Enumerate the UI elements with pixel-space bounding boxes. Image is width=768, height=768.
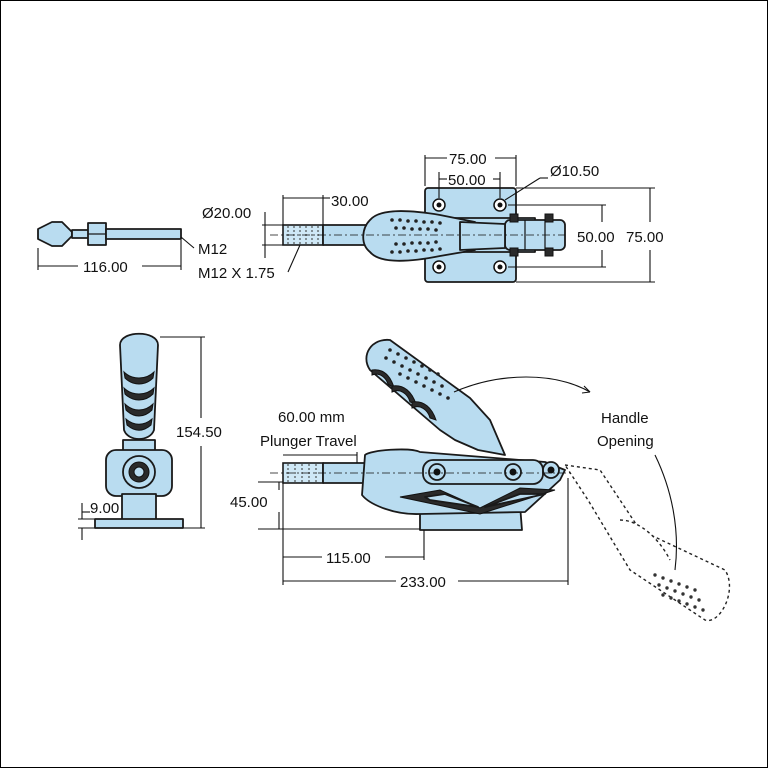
- thread-length-label: 30.00: [331, 193, 369, 210]
- thread-m12-label: M12: [198, 241, 227, 258]
- top-width-outer-label: 75.00: [449, 151, 487, 168]
- height-inner-label: 50.00: [577, 229, 615, 246]
- overall-length-label: 233.00: [400, 574, 446, 591]
- thread-spec-label: M12 X 1.75: [198, 265, 275, 282]
- spindle-view: [37, 221, 182, 247]
- side-view: [270, 339, 731, 621]
- top-view: [270, 187, 566, 283]
- front-view: [94, 332, 184, 529]
- height-outer-label: 75.00: [626, 229, 664, 246]
- rod-diameter-label: Ø20.00: [202, 205, 251, 222]
- handle-opening-line1: Handle: [601, 410, 649, 427]
- base-thickness-label: 9.00: [90, 500, 119, 517]
- front-base: [94, 518, 184, 529]
- plunger-travel-label: Plunger Travel: [260, 433, 357, 450]
- top-width-inner-label: 50.00: [448, 172, 486, 189]
- front-handle: [119, 332, 159, 440]
- spindle-length-label: 116.00: [83, 259, 128, 276]
- hole-diameter-label: Ø10.50: [550, 163, 599, 180]
- spindle-tip: [37, 221, 73, 247]
- total-height-label: 154.50: [176, 424, 222, 441]
- handle-open-position: [563, 464, 731, 621]
- handle-opening-line2: Opening: [597, 433, 654, 450]
- handle-grip-top: [362, 210, 476, 262]
- plunger-travel-value: 60.00 mm: [278, 409, 345, 426]
- spindle-rod: [105, 228, 182, 240]
- to-base-label: 115.00: [326, 550, 371, 567]
- axis-height-label: 45.00: [230, 494, 268, 511]
- handle-closed: [365, 339, 506, 456]
